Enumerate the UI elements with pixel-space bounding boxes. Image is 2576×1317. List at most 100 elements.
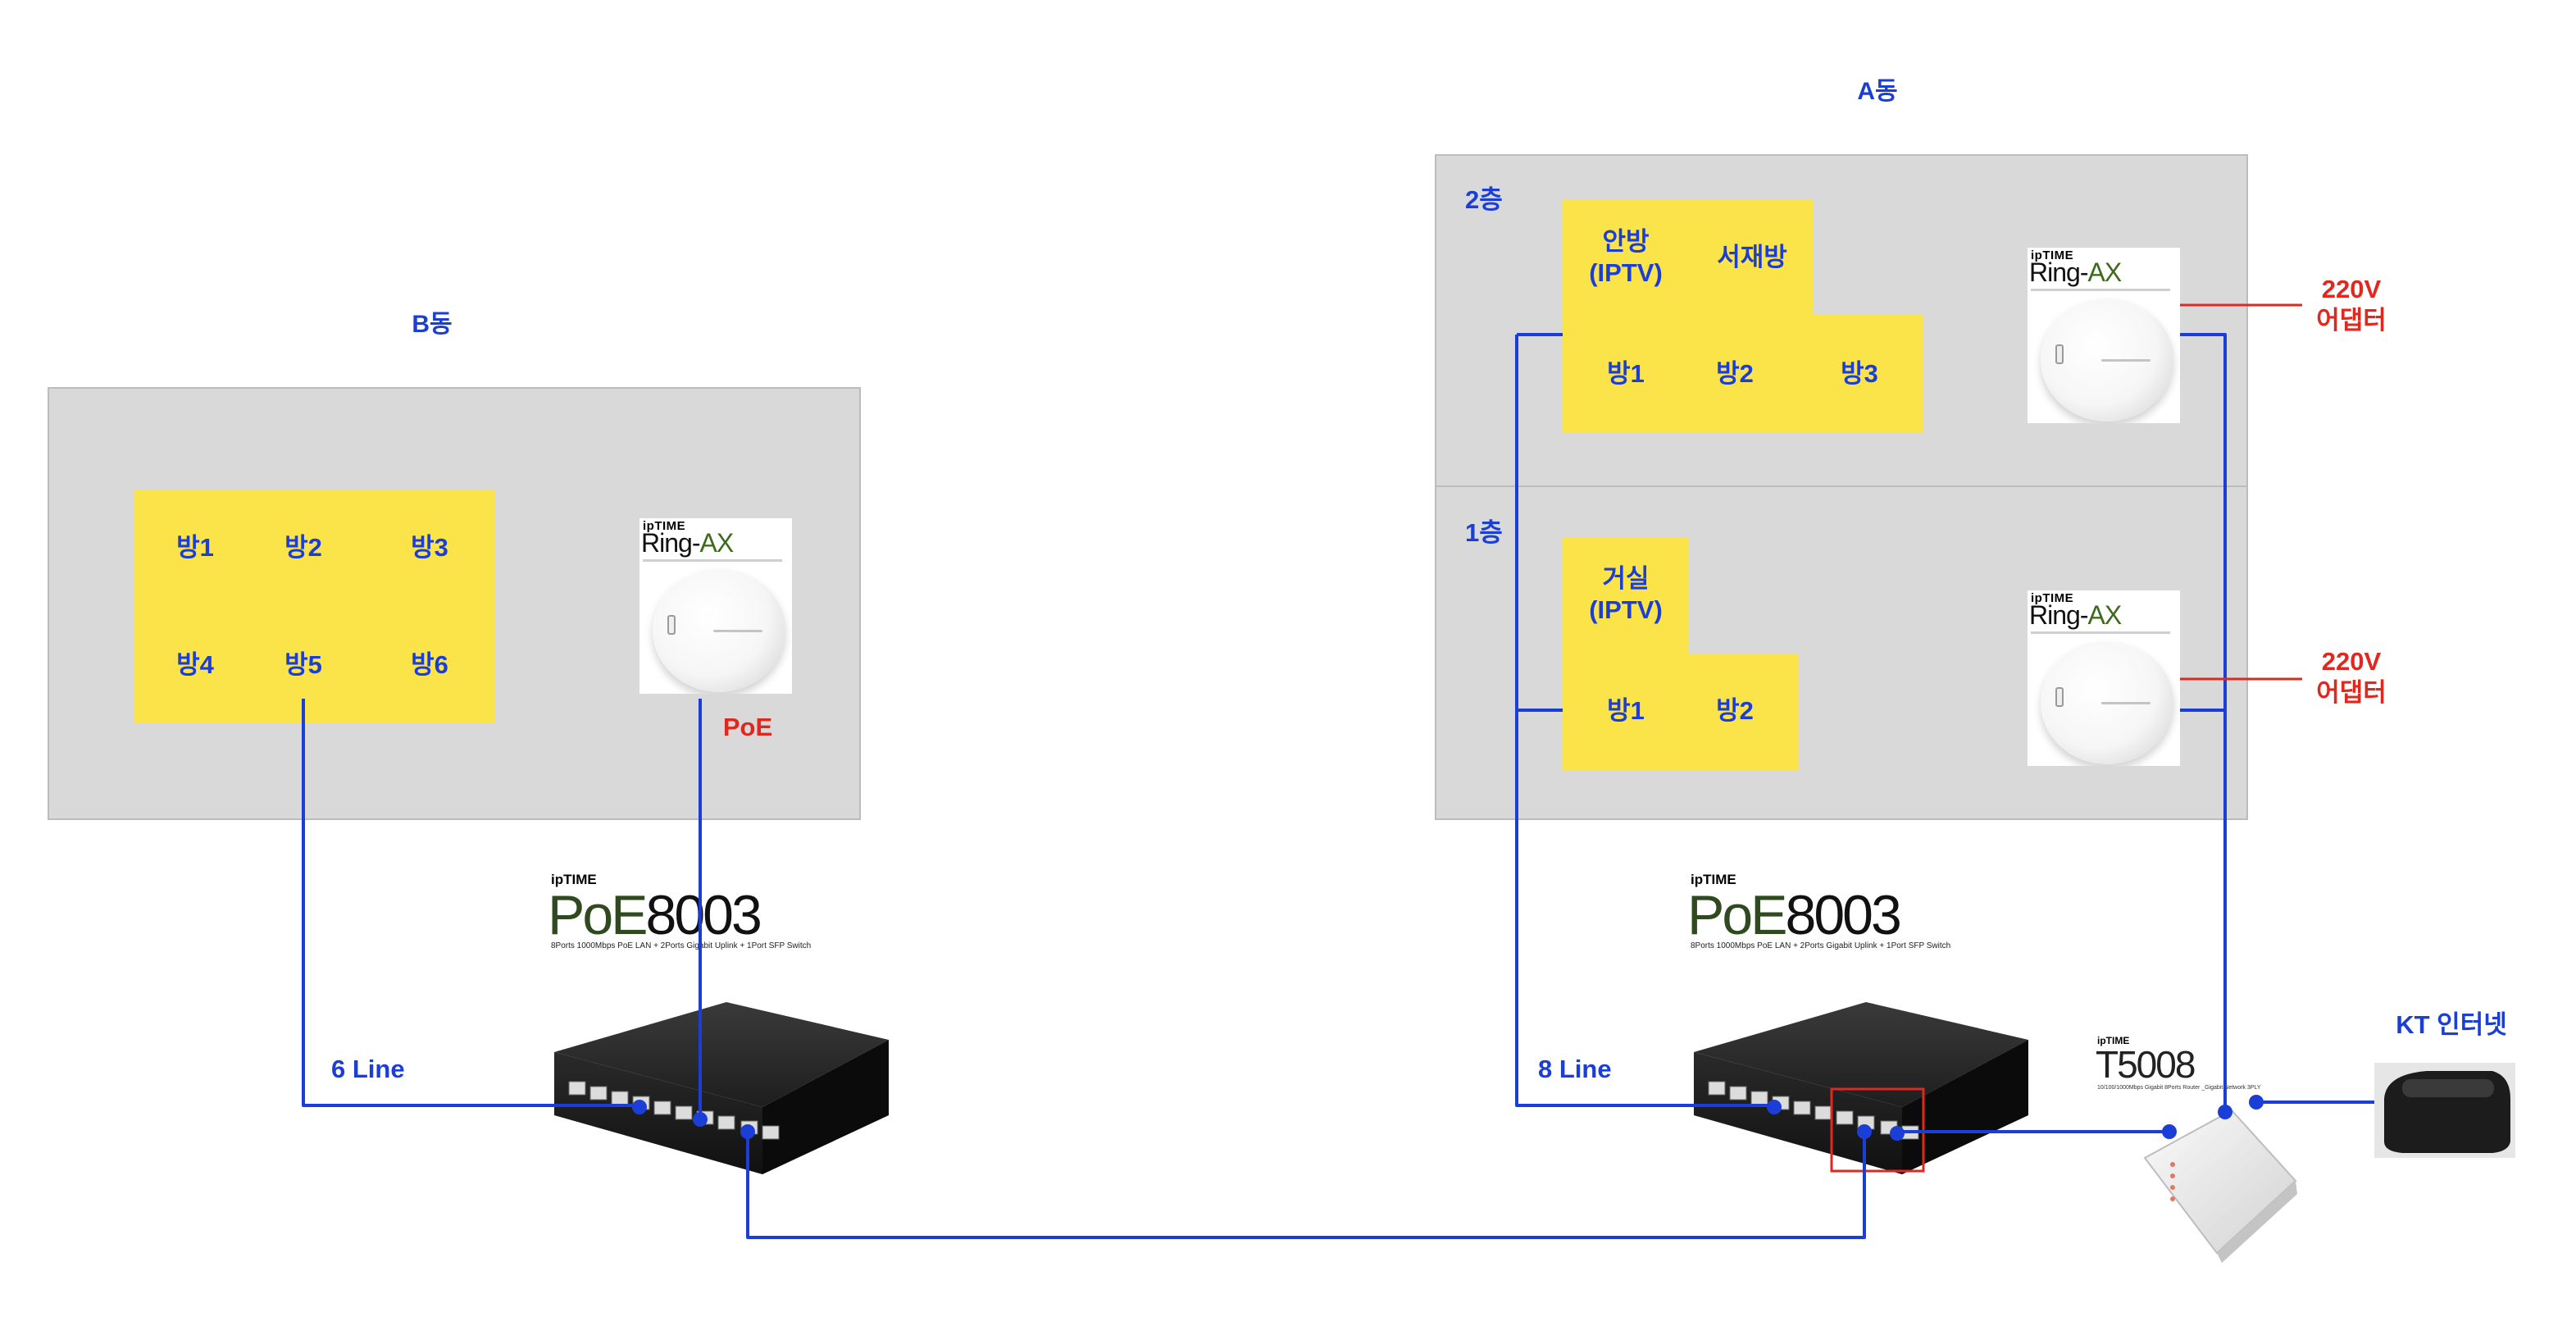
router-led	[2170, 1185, 2175, 1190]
port	[589, 1086, 608, 1101]
switch-top-face	[554, 1002, 889, 1107]
port	[568, 1081, 586, 1096]
port	[1750, 1091, 1768, 1105]
connection-dot	[693, 1112, 708, 1127]
switch-a	[1694, 1002, 2028, 1174]
ap-model: Ring-AX	[2029, 600, 2122, 630]
b-room-5: 방5	[284, 650, 322, 679]
router-led	[2170, 1173, 2175, 1178]
switch-subtitle: 8Ports 1000Mbps PoE LAN + 2Ports Gigabit…	[1691, 941, 1951, 950]
switch-model: PoE8003	[548, 884, 762, 946]
adapter-wires	[2180, 303, 2302, 681]
switch-b	[554, 1002, 889, 1174]
kt-internet-label: KT 인터넷	[2396, 1010, 2507, 1039]
access-point-disc	[2041, 298, 2173, 422]
switch-brand: ipTIME	[551, 872, 597, 887]
access-point-disc	[2041, 641, 2173, 764]
switch-ports	[568, 1081, 780, 1140]
floor2-room-1: 방1	[1607, 359, 1645, 388]
building-b-rooms-block	[134, 490, 494, 723]
ap-status-led	[2055, 687, 2064, 707]
floor2-room-3: 방3	[1841, 359, 1878, 388]
access-point-a-floor1: ipTIME Ring-AX	[2028, 590, 2180, 766]
floor2-adapter-label: 220V 어댑터	[2316, 275, 2387, 335]
floor2-label: 2층	[1465, 185, 1503, 214]
ap-status-led	[667, 615, 676, 635]
port	[762, 1125, 780, 1140]
floor2-room-2: 방2	[1716, 359, 1754, 388]
wire-aps-to-router	[2180, 333, 2227, 1110]
floor1-room-2: 방2	[1716, 696, 1754, 725]
wire-a-rooms-to-switch	[1515, 335, 1774, 1107]
switch-top-face	[1694, 1002, 2028, 1107]
connection-dot	[1857, 1124, 1872, 1139]
ap-model: Ring-AX	[2029, 257, 2122, 287]
router-subtitle: 10/100/1000Mbps Gigabit 8Ports Router _G…	[2097, 1085, 2261, 1091]
port	[717, 1115, 735, 1130]
ap-subtitle-line	[2031, 631, 2170, 634]
switch-brand: ipTIME	[1691, 872, 1736, 887]
ap-brand: ipTIME	[2031, 248, 2074, 262]
access-point-disc	[653, 569, 785, 692]
ap-subtitle-line	[643, 559, 782, 562]
floor1-rooms-bottom	[1563, 654, 1799, 770]
ap-status-led	[2055, 344, 2064, 364]
router-led	[2170, 1196, 2175, 1201]
port	[611, 1091, 629, 1105]
b-room-6: 방6	[411, 650, 448, 679]
ap-brand: ipTIME	[2031, 591, 2074, 605]
switch-model: PoE8003	[1687, 884, 1902, 946]
router-leds	[2170, 1162, 2175, 1201]
port	[1836, 1110, 1854, 1125]
router-model: T5008	[2096, 1043, 2196, 1086]
floor1-room-living: 거실 (IPTV)	[1589, 564, 1663, 624]
router-t5008	[2143, 1109, 2297, 1263]
wire-switch-b-to-switch-a	[746, 1130, 1866, 1239]
router-brand: ipTIME	[2097, 1035, 2130, 1046]
modem-top-highlight	[2402, 1079, 2494, 1097]
wire-b-rooms-to-switch	[302, 699, 639, 1107]
switch-side-face	[1902, 1040, 2028, 1174]
floor2-room-master: 안방 (IPTV)	[1589, 227, 1663, 287]
router-led	[2170, 1162, 2175, 1167]
ap-logo-mark	[2101, 359, 2150, 362]
b-room-4: 방4	[176, 650, 214, 679]
connection-dot	[1890, 1126, 1905, 1141]
floor1-rooms-top	[1563, 537, 1689, 655]
b-line-label: 6 Line	[331, 1055, 405, 1083]
connection-dots	[632, 1095, 2264, 1141]
b-room-3: 방3	[411, 533, 448, 562]
floor1-room-1: 방1	[1607, 696, 1645, 725]
access-point-a-floor2: ipTIME Ring-AX	[2028, 248, 2180, 423]
floor2-rooms-bottom	[1563, 315, 1923, 433]
port	[675, 1105, 693, 1120]
port	[1708, 1081, 1726, 1096]
floor2-room-study: 서재방	[1717, 243, 1787, 271]
ap-logo-mark	[713, 630, 762, 632]
kt-modem	[2374, 1063, 2515, 1158]
switch-ports	[1708, 1081, 1919, 1140]
port	[1729, 1086, 1747, 1101]
poe-label: PoE	[722, 713, 773, 741]
a-line-label: 8 Line	[1538, 1055, 1612, 1083]
connection-dot	[2249, 1095, 2264, 1110]
ap-subtitle-line	[2031, 289, 2170, 291]
port	[1793, 1101, 1811, 1115]
switch-side-face	[762, 1040, 889, 1174]
floor2-rooms-top	[1563, 199, 1814, 316]
wires	[302, 333, 2374, 1239]
access-point-b: ipTIME Ring-AX	[639, 518, 792, 694]
ap-brand: ipTIME	[643, 519, 686, 533]
switch-subtitle: 8Ports 1000Mbps PoE LAN + 2Ports Gigabit…	[551, 941, 812, 950]
connection-dot	[2162, 1124, 2177, 1139]
building-a-title: A동	[1857, 78, 1898, 105]
ap-model: Ring-AX	[641, 528, 734, 558]
connection-dot	[740, 1124, 755, 1139]
router-side	[2217, 1181, 2297, 1263]
ap-logo-mark	[2101, 702, 2150, 704]
connection-dot	[1767, 1100, 1782, 1114]
connection-dot	[2218, 1105, 2232, 1119]
building-b-title: B동	[412, 311, 453, 338]
floor1-adapter-label: 220V 어댑터	[2316, 647, 2387, 707]
